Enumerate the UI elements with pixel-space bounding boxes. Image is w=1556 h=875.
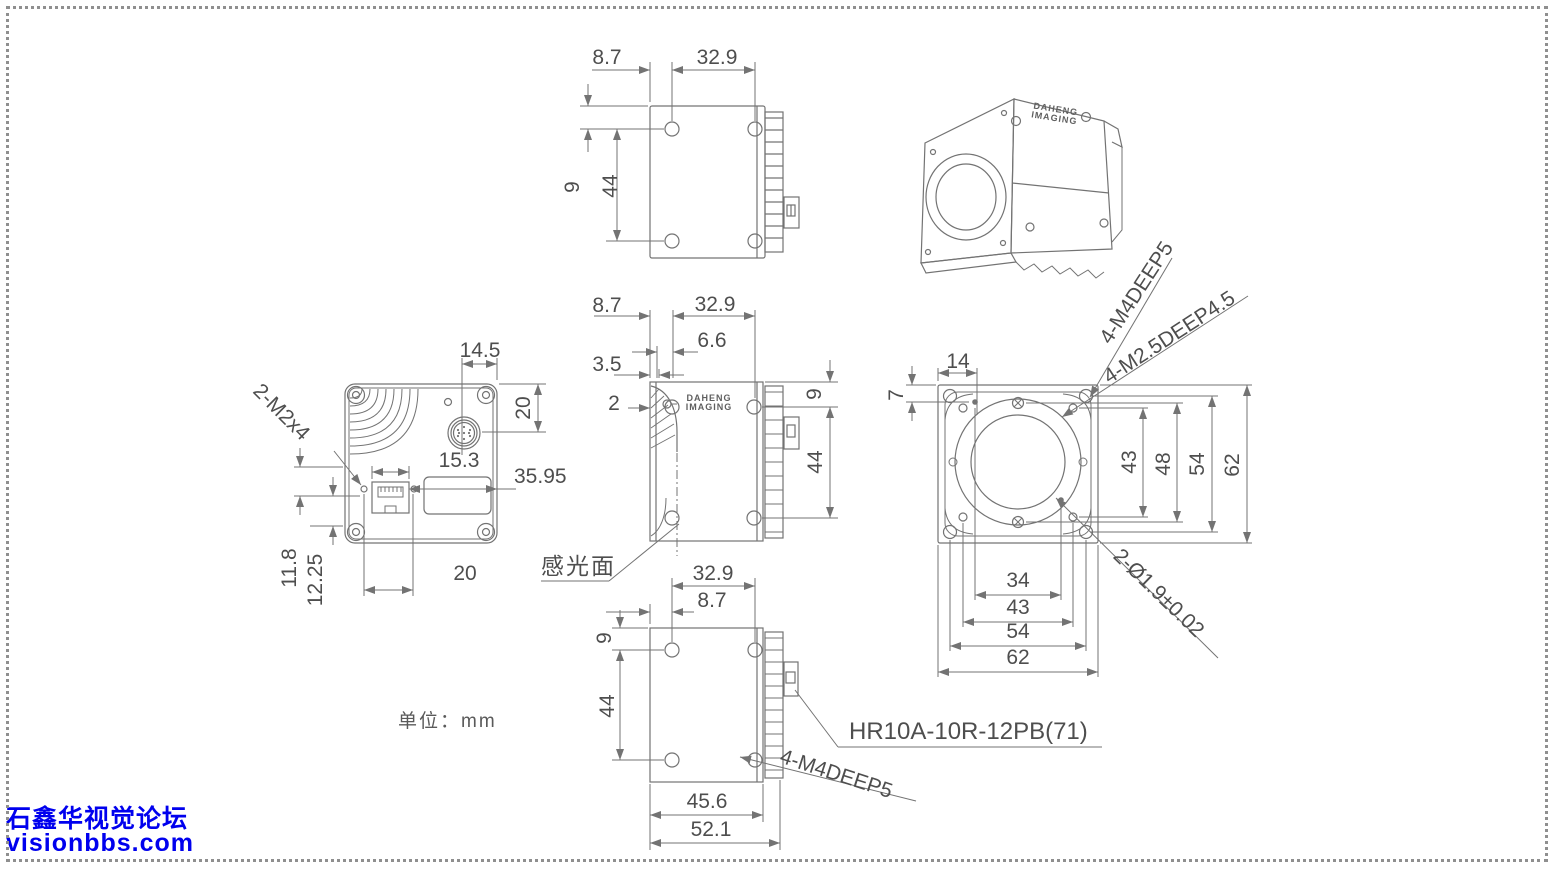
front-dim-7: 7 [884,389,908,401]
front-dim-43-h: 43 [1006,596,1030,619]
logo-line2: IMAGING [685,402,733,412]
side-dim-2: 2 [608,392,620,415]
bottom-dim-45-6: 45.6 [686,790,728,813]
rear-dim-11-8: 11.8 [277,548,301,588]
front-dim-54-h: 54 [1006,620,1030,643]
top-view-linework [580,62,800,259]
top-dim-32-9: 32.9 [696,46,738,69]
sensor-plane-label: 感光面 [541,553,616,579]
side-dim-6-6: 6.6 [697,329,727,352]
iso-view-linework [920,98,1123,279]
top-dim-44: 44 [598,174,622,198]
front-dim-54-v: 54 [1185,452,1209,476]
rear-view-linework [294,358,546,596]
side-dim-9: 9 [802,388,826,400]
bottom-view-linework [606,578,1102,850]
bottom-dim-44: 44 [595,694,619,718]
rear-dim-35-95: 35.95 [514,465,567,488]
side-dim-8-7: 8.7 [592,294,622,317]
front-dim-62-v: 62 [1220,453,1244,477]
side-dim-32-9: 32.9 [694,293,736,316]
bottom-dim-8-7: 8.7 [697,589,727,612]
bottom-dim-32-9: 32.9 [692,562,734,585]
bottom-dim-52-1: 52.1 [690,818,732,841]
bottom-dim-9: 9 [592,632,616,644]
top-dim-9: 9 [560,181,584,193]
side-dim-44: 44 [803,450,827,474]
front-dim-34: 34 [1006,569,1030,592]
front-dim-62-h: 62 [1006,646,1030,669]
connector-model-label: HR10A-10R-12PB(71) [849,718,1088,745]
front-view-linework [906,257,1252,677]
logo-line1: DAHENG [686,393,732,403]
front-dim-14: 14 [946,350,970,373]
front-dim-43-v: 43 [1117,450,1141,474]
rear-dim-15-3: 15.3 [438,449,480,472]
front-dim-48-v: 48 [1151,452,1175,476]
daheng-logo-side: DAHENG IMAGING [684,394,734,412]
watermark-site-url: visionbbs.com [6,829,195,857]
watermark-forum-name: 石鑫华视觉论坛 [6,805,189,833]
top-dim-8-7: 8.7 [592,46,622,69]
rear-dim-14-5: 14.5 [459,339,501,362]
rear-dim-20-bottom: 20 [453,562,477,585]
rear-dim-20-right: 20 [511,396,535,420]
rear-dim-12-25: 12.25 [303,553,327,607]
side-view-linework [541,310,838,582]
side-dim-3-5: 3.5 [592,353,622,376]
unit-label: 单位：mm [398,711,497,732]
